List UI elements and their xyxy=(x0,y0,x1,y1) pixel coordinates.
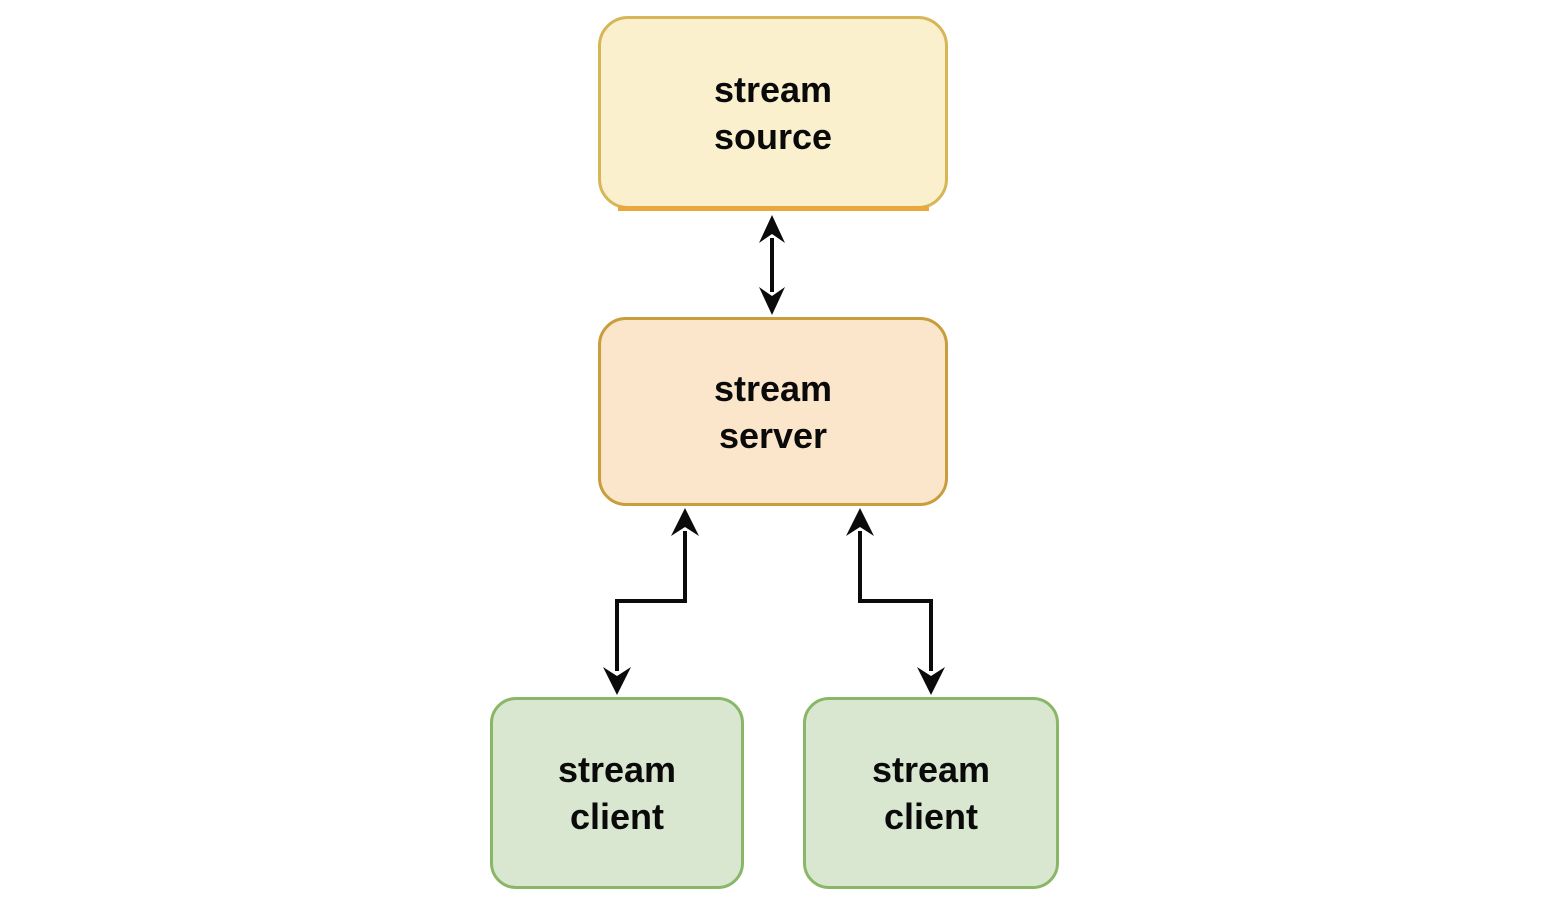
arrowhead-down-icon xyxy=(917,667,945,695)
source-accent-underline xyxy=(618,206,929,211)
arrowhead-up-icon xyxy=(671,508,699,536)
node-label-line: source xyxy=(713,115,833,157)
node-label-line: stream xyxy=(713,68,833,110)
edge-server-client-right xyxy=(846,508,945,695)
node-label-line: client xyxy=(883,796,979,837)
node-stream-server: stream server xyxy=(598,317,948,506)
arrowhead-up-icon xyxy=(759,215,785,243)
node-label-line: stream xyxy=(871,749,991,790)
edge-server-client-left xyxy=(603,508,699,695)
node-label-line: stream xyxy=(557,749,677,790)
node-label-line: client xyxy=(569,796,665,837)
node-label-line: server xyxy=(718,414,828,456)
arrowhead-down-icon xyxy=(603,667,631,695)
edge-source-server xyxy=(759,215,785,315)
node-stream-client-left: stream client xyxy=(490,697,744,889)
node-stream-client-right: stream client xyxy=(803,697,1059,889)
node-stream-source: stream source xyxy=(598,16,948,209)
arrowhead-up-icon xyxy=(846,508,874,536)
node-label-line: stream xyxy=(713,367,833,409)
arrowhead-down-icon xyxy=(759,287,785,315)
